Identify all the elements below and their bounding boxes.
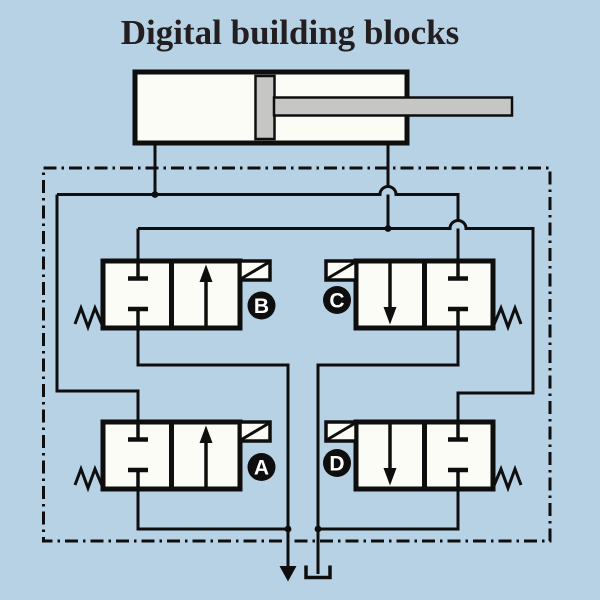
pipe-left-bus [55,194,140,422]
junction-dot [284,525,292,533]
valve-label-badge [247,291,276,320]
flow-arrow-head [383,468,397,486]
spring-icon [73,303,105,332]
cylinder [132,69,514,146]
valve-label: C [329,290,344,313]
page-title: Digital building blocks [121,13,459,52]
valve-label-badge [323,286,351,314]
flow-arrow-head [199,264,213,282]
solenoid-diagonal [240,422,270,441]
tank-icon [304,565,332,580]
spring-icon [73,464,105,493]
valve-label-badge [323,449,351,477]
valve-A: A [73,419,276,493]
pipe-valve-b-to-pressure [136,328,290,529]
flow-arrow-head [383,307,397,325]
solenoid-diagonal [326,422,356,441]
flow-arrow-head [199,425,213,443]
piston-rod [272,96,514,117]
valve-B: B [73,258,276,332]
valve-label-badge [247,453,276,481]
junction-dot [314,525,322,533]
pipe-upper-rail [57,185,460,221]
enclosure-border [42,166,552,543]
spring-icon [491,303,523,332]
solenoid-diagonal [326,261,356,280]
junction-dot [151,191,159,198]
pipe-valve-d-to-tank [318,489,460,531]
valve-label: B [254,295,269,318]
pressure-source-icon [279,566,297,582]
pipe-network [55,143,535,574]
valve-C: C [323,258,523,332]
pipe-valve-a-to-pressure [136,489,288,531]
spring-icon [491,464,523,493]
junction-dot [384,225,392,232]
valve-D: D [323,419,523,493]
solenoid-diagonal [240,261,270,280]
pipe-valve-c-to-tank [316,328,460,529]
piston [254,74,276,141]
valve-label: A [254,457,269,480]
valve-label: D [329,453,344,476]
pipe-second-rail-right-bus [138,219,535,422]
